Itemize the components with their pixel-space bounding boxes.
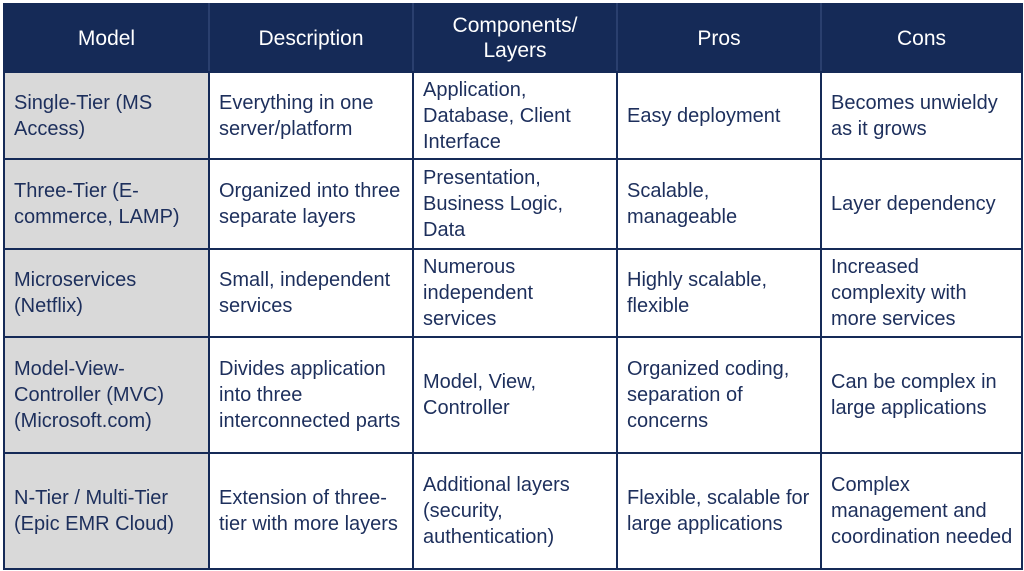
comparison-table-container: Model Description Components/ Layers Pro… <box>3 3 1023 570</box>
model-cell: Model-View-Controller (MVC) (Microsoft.c… <box>3 336 210 454</box>
pros-cell: Flexible, scalable for large application… <box>616 452 822 570</box>
header-components-layers: Components/ Layers <box>412 3 618 73</box>
cons-cell: Becomes unwieldy as it grows <box>820 71 1023 160</box>
components-cell: Application, Database, Client Interface <box>412 71 618 160</box>
cons-cell: Can be complex in large applications <box>820 336 1023 454</box>
model-cell: Three-Tier (E-commerce, LAMP) <box>3 158 210 250</box>
table-header-row: Model Description Components/ Layers Pro… <box>3 3 1023 73</box>
table-row: Three-Tier (E-commerce, LAMP) Organized … <box>3 158 1023 250</box>
pros-cell: Easy deployment <box>616 71 822 160</box>
cons-cell: Layer dependency <box>820 158 1023 250</box>
header-description: Description <box>208 3 414 73</box>
pros-cell: Organized coding, separation of concerns <box>616 336 822 454</box>
description-cell: Organized into three separate layers <box>208 158 414 250</box>
description-cell: Small, independent services <box>208 248 414 338</box>
cons-cell: Complex management and coordination need… <box>820 452 1023 570</box>
pros-cell: Highly scalable, flexible <box>616 248 822 338</box>
model-cell: Microservices (Netflix) <box>3 248 210 338</box>
model-cell: Single-Tier (MS Access) <box>3 71 210 160</box>
components-cell: Additional layers (security, authenticat… <box>412 452 618 570</box>
description-cell: Divides application into three interconn… <box>208 336 414 454</box>
table-row: Model-View-Controller (MVC) (Microsoft.c… <box>3 336 1023 454</box>
model-cell: N-Tier / Multi-Tier (Epic EMR Cloud) <box>3 452 210 570</box>
header-components-layers-text: Components/ Layers <box>452 14 578 62</box>
architecture-comparison-table: Model Description Components/ Layers Pro… <box>3 3 1023 570</box>
table-row: Single-Tier (MS Access) Everything in on… <box>3 71 1023 160</box>
components-cell: Model, View, Controller <box>412 336 618 454</box>
header-pros: Pros <box>616 3 822 73</box>
header-model: Model <box>3 3 210 73</box>
header-cons: Cons <box>820 3 1023 73</box>
pros-cell: Scalable, manageable <box>616 158 822 250</box>
table-row: Microservices (Netflix) Small, independe… <box>3 248 1023 338</box>
components-cell: Presentation, Business Logic, Data <box>412 158 618 250</box>
components-cell: Numerous independent services <box>412 248 618 338</box>
description-cell: Extension of three-tier with more layers <box>208 452 414 570</box>
description-cell: Everything in one server/platform <box>208 71 414 160</box>
cons-cell: Increased complexity with more services <box>820 248 1023 338</box>
table-row: N-Tier / Multi-Tier (Epic EMR Cloud) Ext… <box>3 452 1023 570</box>
